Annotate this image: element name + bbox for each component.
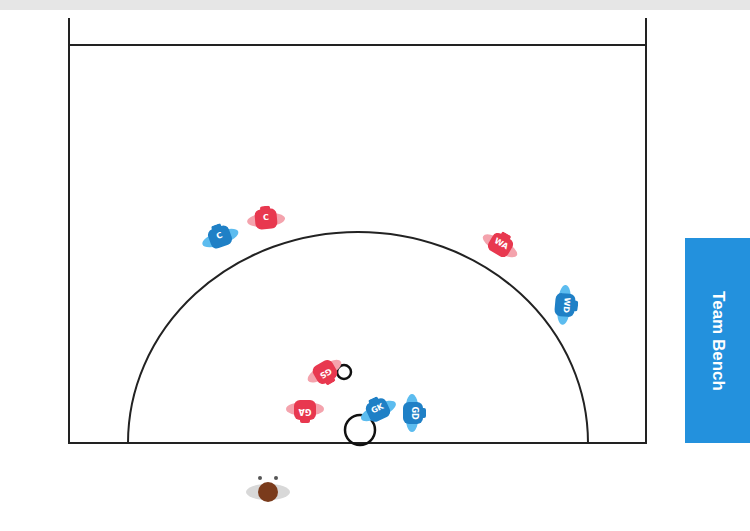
player-token: C	[245, 204, 287, 233]
bench-label: Team Bench	[708, 291, 728, 391]
position-label: C	[197, 218, 243, 254]
position-label: WD	[552, 283, 580, 327]
player-token: WA	[476, 223, 525, 266]
player-token: GS	[301, 351, 349, 394]
position-label: GS	[302, 352, 349, 393]
position-label: GA	[285, 399, 325, 423]
player-token: C	[197, 218, 243, 256]
player-token: GK	[354, 390, 401, 430]
player-token: GD	[400, 393, 426, 433]
position-label: GD	[402, 393, 426, 433]
player-token: GA	[285, 397, 325, 423]
player-token: WD	[550, 283, 580, 327]
position-label: C	[245, 204, 287, 231]
position-label: WA	[477, 223, 525, 264]
team-bench: Team Bench	[685, 238, 750, 443]
position-label: GK	[354, 390, 400, 429]
